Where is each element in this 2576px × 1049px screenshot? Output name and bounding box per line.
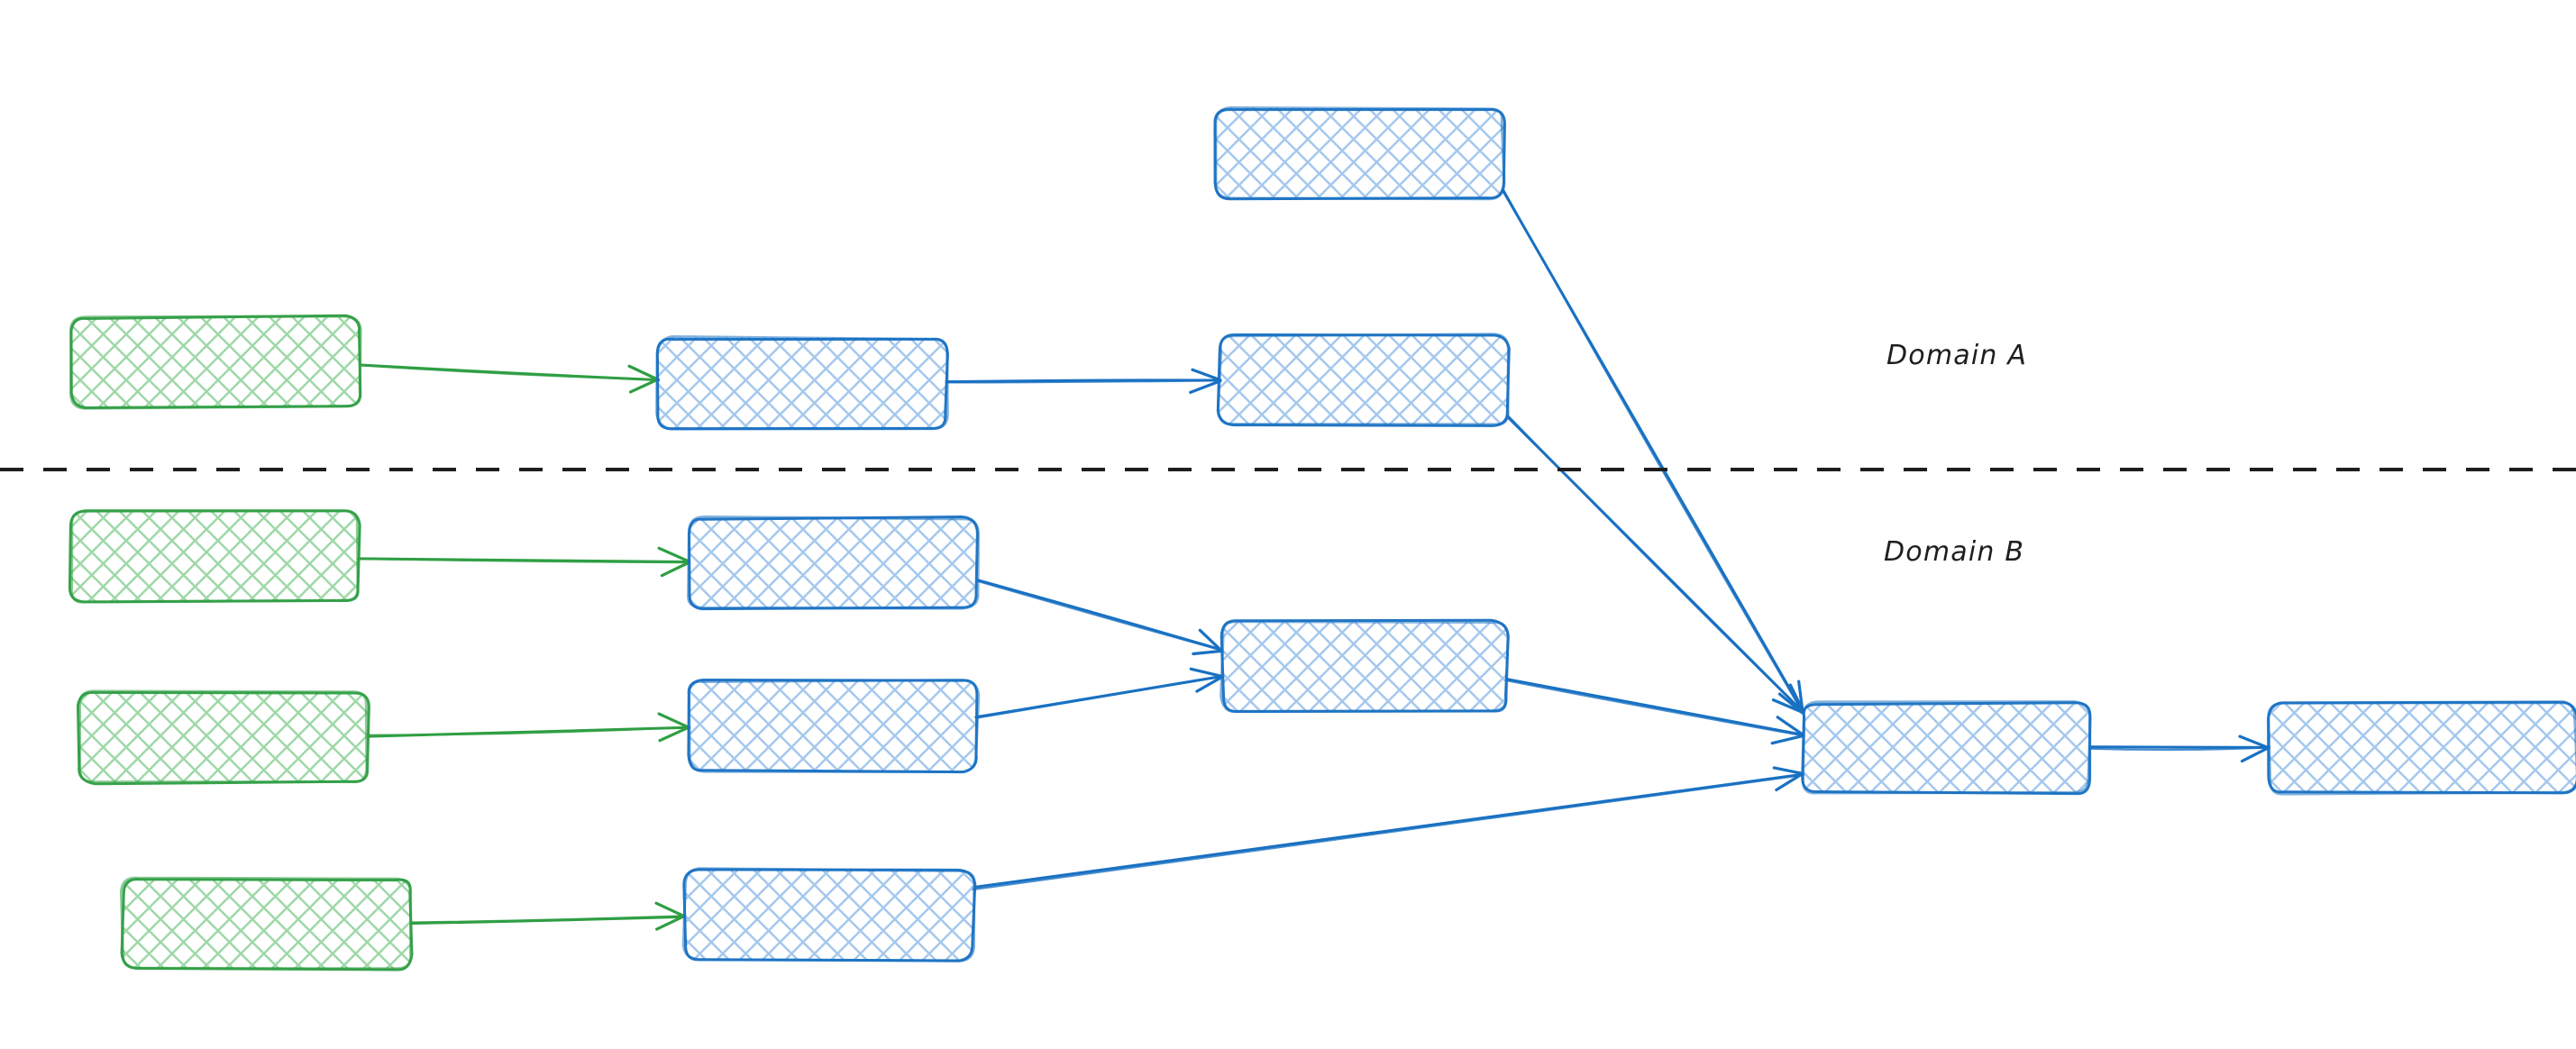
node-outline bbox=[1801, 700, 2092, 795]
edge-line bbox=[368, 725, 690, 736]
edge-line bbox=[976, 675, 1223, 719]
edge-line bbox=[971, 772, 1804, 889]
edge-e12[interactable] bbox=[2088, 734, 2271, 763]
node-outline bbox=[69, 509, 360, 604]
arrowhead bbox=[2240, 746, 2270, 763]
edge-line bbox=[1505, 678, 1804, 736]
node-a-out-1[interactable] bbox=[1216, 333, 1511, 427]
node-outline bbox=[681, 867, 976, 962]
edge-e3[interactable] bbox=[1501, 187, 1804, 715]
node-fill bbox=[1221, 622, 1507, 712]
node-outline bbox=[1214, 106, 1506, 201]
edge-line bbox=[945, 379, 1221, 384]
node-a-mid-1[interactable] bbox=[655, 335, 949, 431]
node-fill bbox=[71, 317, 361, 407]
node-fill bbox=[70, 511, 360, 603]
node-fill bbox=[78, 691, 368, 783]
arrowhead bbox=[1775, 772, 1804, 792]
node-fill bbox=[657, 337, 947, 429]
edge-line bbox=[359, 364, 660, 381]
node-fill bbox=[1802, 703, 2090, 794]
edge-line bbox=[1504, 679, 1804, 737]
arrowhead bbox=[1771, 698, 1805, 715]
arrowhead bbox=[2238, 734, 2270, 750]
node-b-sink-2[interactable] bbox=[2267, 700, 2576, 796]
node-fill bbox=[2268, 703, 2576, 794]
node-outline bbox=[119, 876, 413, 971]
arrowhead bbox=[1189, 667, 1224, 679]
arrowhead bbox=[657, 546, 691, 563]
node-b-mid-1[interactable] bbox=[687, 515, 981, 611]
arrowhead bbox=[1772, 766, 1805, 776]
edge-e9[interactable] bbox=[974, 667, 1224, 719]
edge-e6[interactable] bbox=[367, 712, 691, 743]
node-fill bbox=[684, 869, 974, 961]
arrowhead bbox=[660, 561, 690, 578]
node-outline bbox=[655, 335, 949, 431]
node-outline bbox=[2267, 701, 2576, 796]
arrowhead bbox=[628, 378, 660, 394]
edge-e11[interactable] bbox=[971, 766, 1805, 891]
arrowhead bbox=[655, 914, 687, 931]
node-b-agg-1[interactable] bbox=[1219, 618, 1510, 714]
node-outline bbox=[1219, 620, 1510, 714]
arrowhead bbox=[657, 712, 691, 730]
edge-e7[interactable] bbox=[408, 901, 688, 931]
node-outline bbox=[687, 515, 981, 610]
node-layer bbox=[68, 106, 2576, 971]
node-b-src-1[interactable] bbox=[68, 509, 361, 604]
node-fill bbox=[122, 878, 412, 970]
arrowhead bbox=[1198, 628, 1223, 652]
node-a-src-1[interactable] bbox=[69, 314, 362, 410]
node-b-src-2[interactable] bbox=[76, 689, 370, 786]
arrowhead bbox=[1770, 734, 1804, 745]
edge-line bbox=[356, 557, 690, 564]
edge-e4[interactable] bbox=[1506, 415, 1805, 715]
edge-e2[interactable] bbox=[945, 368, 1222, 394]
node-outline bbox=[688, 679, 981, 774]
arrowhead bbox=[1195, 675, 1224, 693]
edge-line bbox=[2088, 746, 2270, 752]
node-outline bbox=[69, 315, 362, 410]
node-b-mid-3[interactable] bbox=[681, 867, 977, 962]
edge-e8[interactable] bbox=[976, 579, 1224, 656]
edge-line bbox=[1507, 415, 1804, 713]
node-b-src-3[interactable] bbox=[119, 876, 414, 971]
domain-a-label: Domain A bbox=[1886, 340, 2028, 371]
edge-e10[interactable] bbox=[1504, 678, 1805, 745]
arrowhead bbox=[658, 725, 690, 743]
node-b-mid-2[interactable] bbox=[687, 679, 981, 774]
node-outline bbox=[78, 689, 369, 784]
edge-line bbox=[1502, 187, 1804, 713]
edge-line bbox=[2088, 745, 2271, 749]
node-fill bbox=[1219, 335, 1509, 426]
node-fill bbox=[1215, 107, 1504, 199]
arrowhead bbox=[627, 364, 661, 382]
edge-e5[interactable] bbox=[356, 546, 691, 578]
domain-b-label: Domain B bbox=[1884, 536, 2025, 568]
arrowhead bbox=[1788, 683, 1805, 713]
node-fill bbox=[688, 517, 978, 609]
node-a-top-1[interactable] bbox=[1213, 106, 1506, 201]
arrowhead bbox=[1191, 368, 1222, 382]
edge-line bbox=[972, 773, 1804, 891]
arrowhead bbox=[1776, 716, 1805, 737]
edge-line bbox=[410, 915, 686, 924]
arrowhead bbox=[654, 901, 687, 918]
arrowhead bbox=[1192, 649, 1223, 656]
node-b-sink-1[interactable] bbox=[1801, 700, 2092, 796]
node-outline bbox=[1216, 333, 1510, 426]
edge-e1[interactable] bbox=[359, 363, 661, 394]
node-fill bbox=[688, 680, 978, 771]
edge-layer bbox=[356, 187, 2271, 931]
arrowhead bbox=[1189, 379, 1222, 394]
edge-line bbox=[976, 579, 1224, 652]
